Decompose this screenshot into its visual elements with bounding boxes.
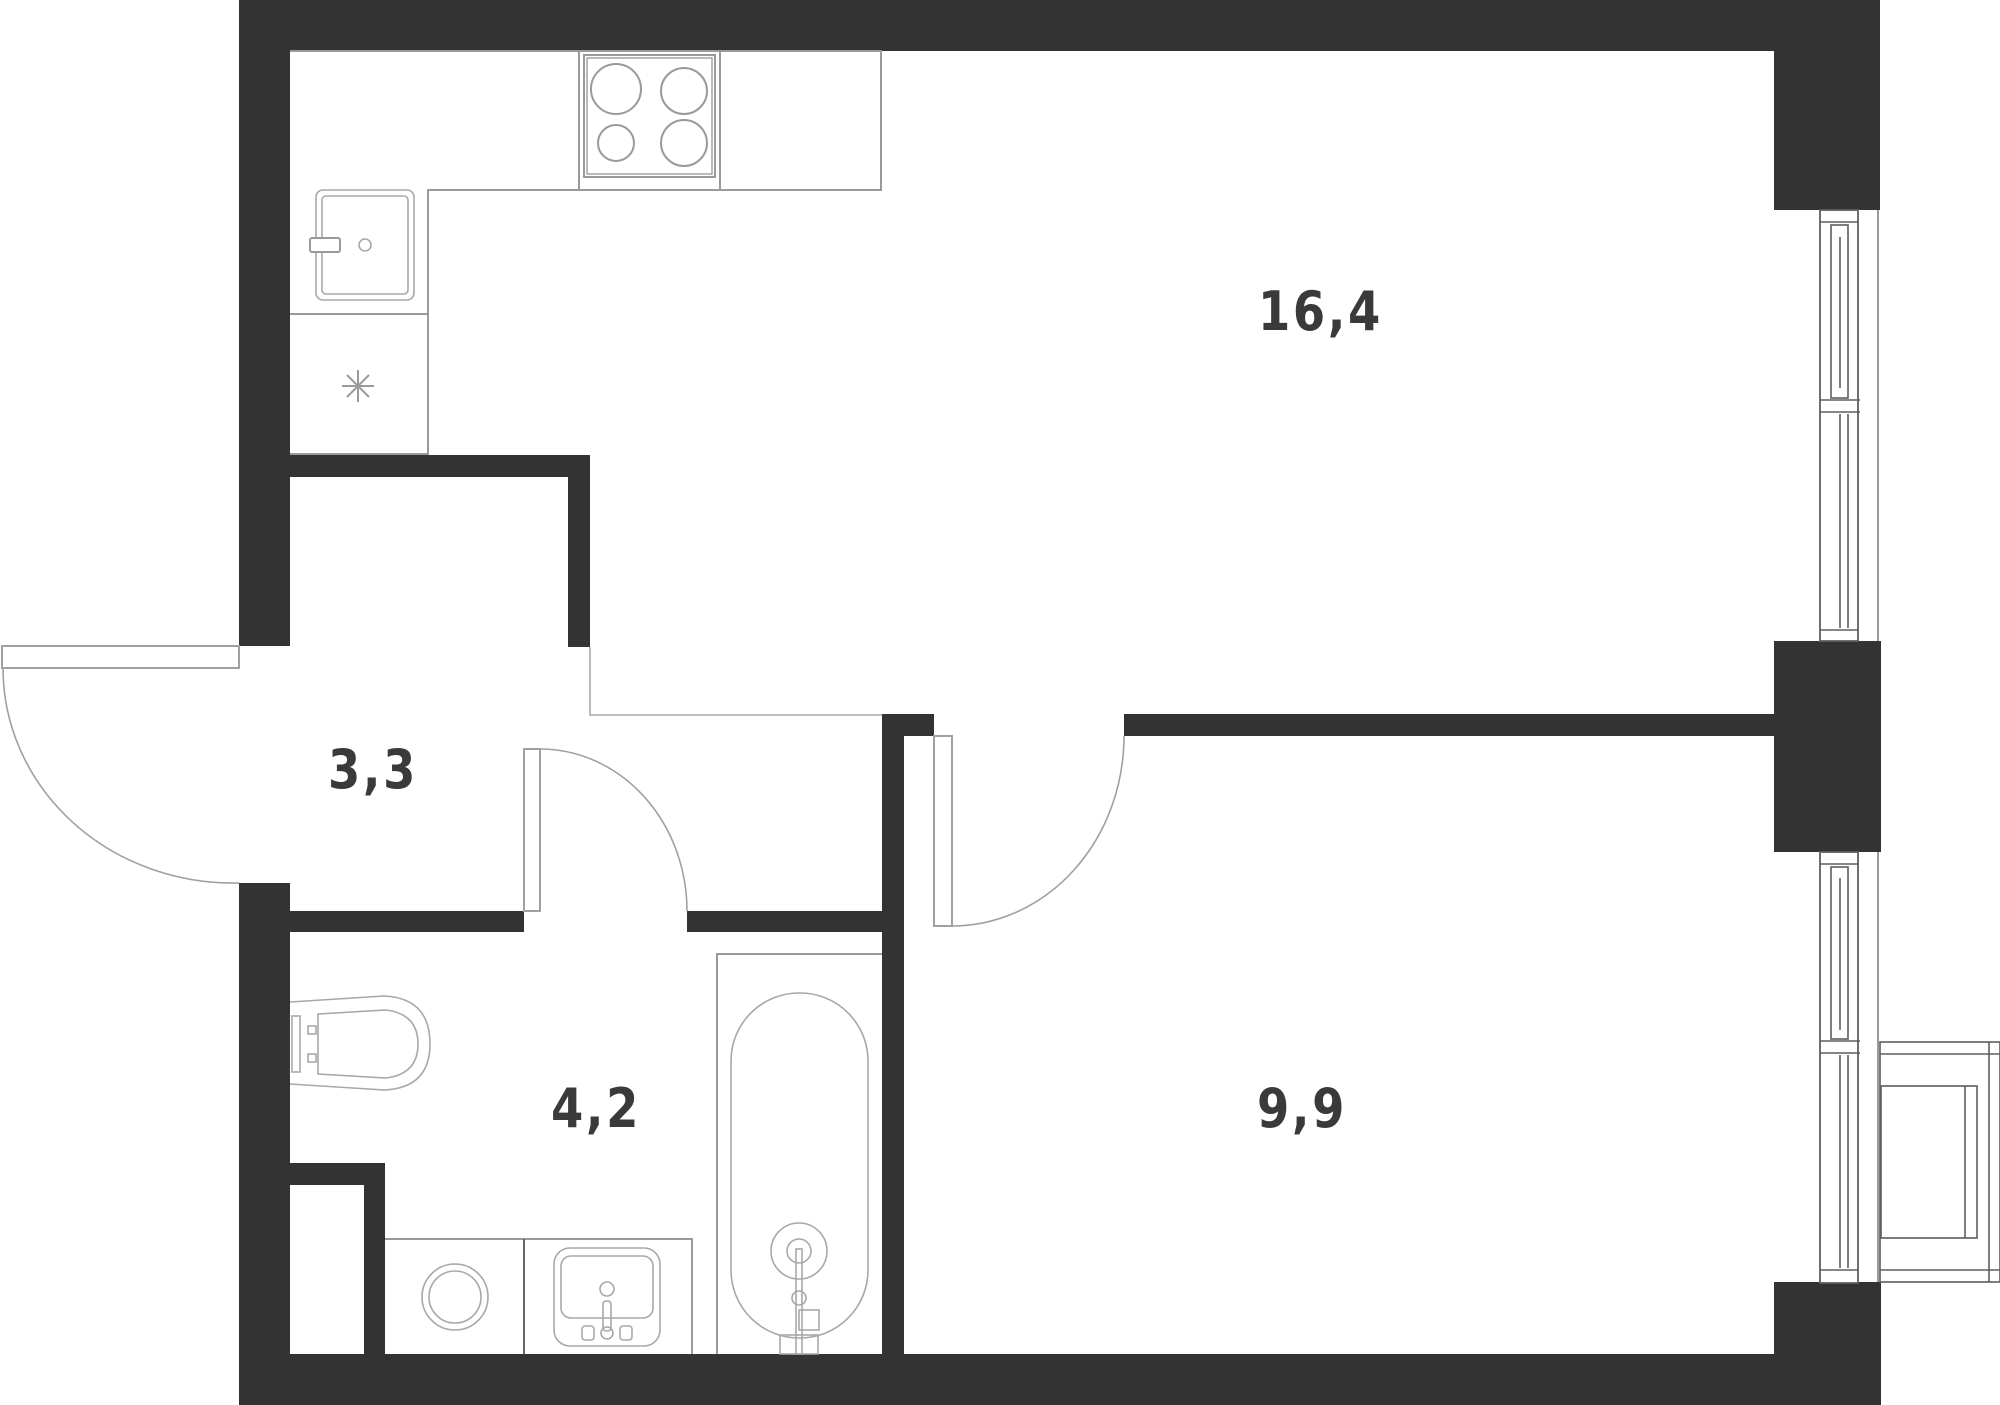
wall-right-upper bbox=[1774, 0, 1880, 210]
toilet-icon bbox=[289, 995, 431, 1091]
wall-bath-bedroom bbox=[882, 714, 904, 1405]
room-area-bathroom: 4,2 bbox=[551, 1077, 642, 1140]
wall-bath-bedroom-cap bbox=[882, 714, 934, 736]
bathroom-door[interactable] bbox=[523, 748, 688, 912]
balcony-icon bbox=[1879, 1041, 2000, 1283]
bedroom-door-swing bbox=[951, 735, 1125, 927]
kitchen-counter bbox=[290, 50, 882, 455]
entrance-door[interactable] bbox=[1, 645, 240, 884]
wall-bedroom-top bbox=[1124, 714, 1774, 736]
wall-bottom bbox=[239, 1354, 1881, 1405]
bathroom-door-swing bbox=[539, 748, 688, 912]
wall-right-middle bbox=[1774, 641, 1881, 852]
washing-machine-icon bbox=[421, 1263, 489, 1331]
wall-hall-right bbox=[568, 455, 590, 647]
kitchen-sink-icon bbox=[309, 189, 415, 301]
entrance-door-leaf bbox=[1, 645, 240, 669]
wall-shaft-top bbox=[290, 1163, 385, 1185]
ventilation-icon bbox=[342, 370, 374, 402]
room-area-kitchen-living: 16,4 bbox=[1258, 280, 1383, 343]
bedroom-door[interactable] bbox=[933, 735, 1125, 927]
window-living bbox=[1819, 209, 1879, 642]
counter-outline bbox=[290, 50, 882, 455]
bathroom-door-leaf bbox=[523, 748, 541, 912]
wall-top bbox=[239, 0, 1880, 51]
window-bedroom bbox=[1819, 851, 1879, 1284]
wall-left-lower bbox=[239, 883, 290, 1405]
cooktop-icon bbox=[583, 54, 716, 178]
room-area-bedroom: 9,9 bbox=[1257, 1077, 1348, 1140]
bedroom-door-leaf bbox=[933, 735, 953, 927]
floor-boundary bbox=[589, 647, 882, 716]
bath-counter bbox=[385, 1238, 693, 1354]
wall-hall-top bbox=[290, 455, 590, 477]
bathtub-icon bbox=[716, 953, 882, 1355]
entrance-door-swing bbox=[2, 667, 240, 884]
bathroom-sink-icon bbox=[553, 1247, 661, 1347]
wall-bath-top-left bbox=[290, 911, 524, 932]
wall-shaft-right bbox=[364, 1163, 385, 1354]
wall-left-upper bbox=[239, 0, 290, 646]
walls bbox=[239, 0, 1881, 1405]
wall-bath-top-right bbox=[687, 911, 887, 932]
room-area-hallway: 3,3 bbox=[328, 738, 419, 801]
